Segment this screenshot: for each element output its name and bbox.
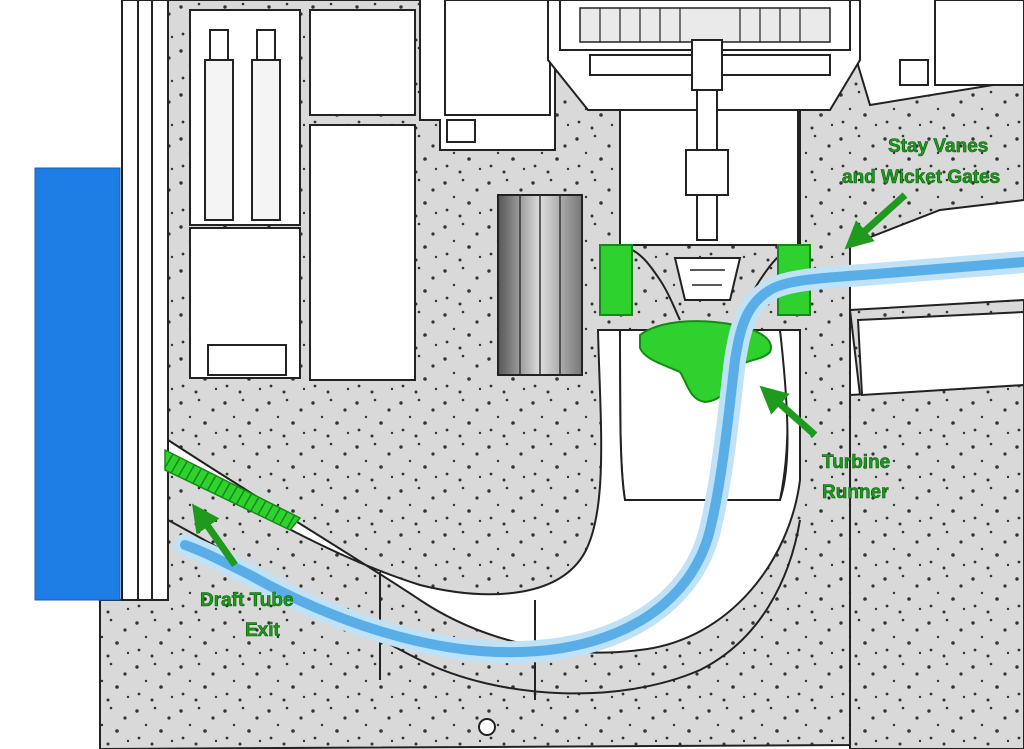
water-flow-path [174, 251, 1024, 664]
generator-shaft [559, 0, 851, 321]
flow-arrow-icon [844, 192, 908, 250]
tailwater-area [34, 167, 121, 601]
draft-tube-label-line1: Draft Tube [200, 590, 294, 611]
draft-tube-liner [164, 448, 302, 531]
draft-tube-label-line2: Exit [245, 620, 281, 641]
turbine-runner-label-line1: Turbine [822, 452, 890, 473]
callout-arrow-icon [191, 385, 818, 568]
turbine-runner-label-line2: Runner [822, 482, 889, 503]
intake-wall [121, 0, 169, 601]
stay-vanes-label-line1: Stay Vanes [888, 136, 988, 157]
stay-vanes-label-line2: and Wicket Gates [842, 167, 1000, 188]
